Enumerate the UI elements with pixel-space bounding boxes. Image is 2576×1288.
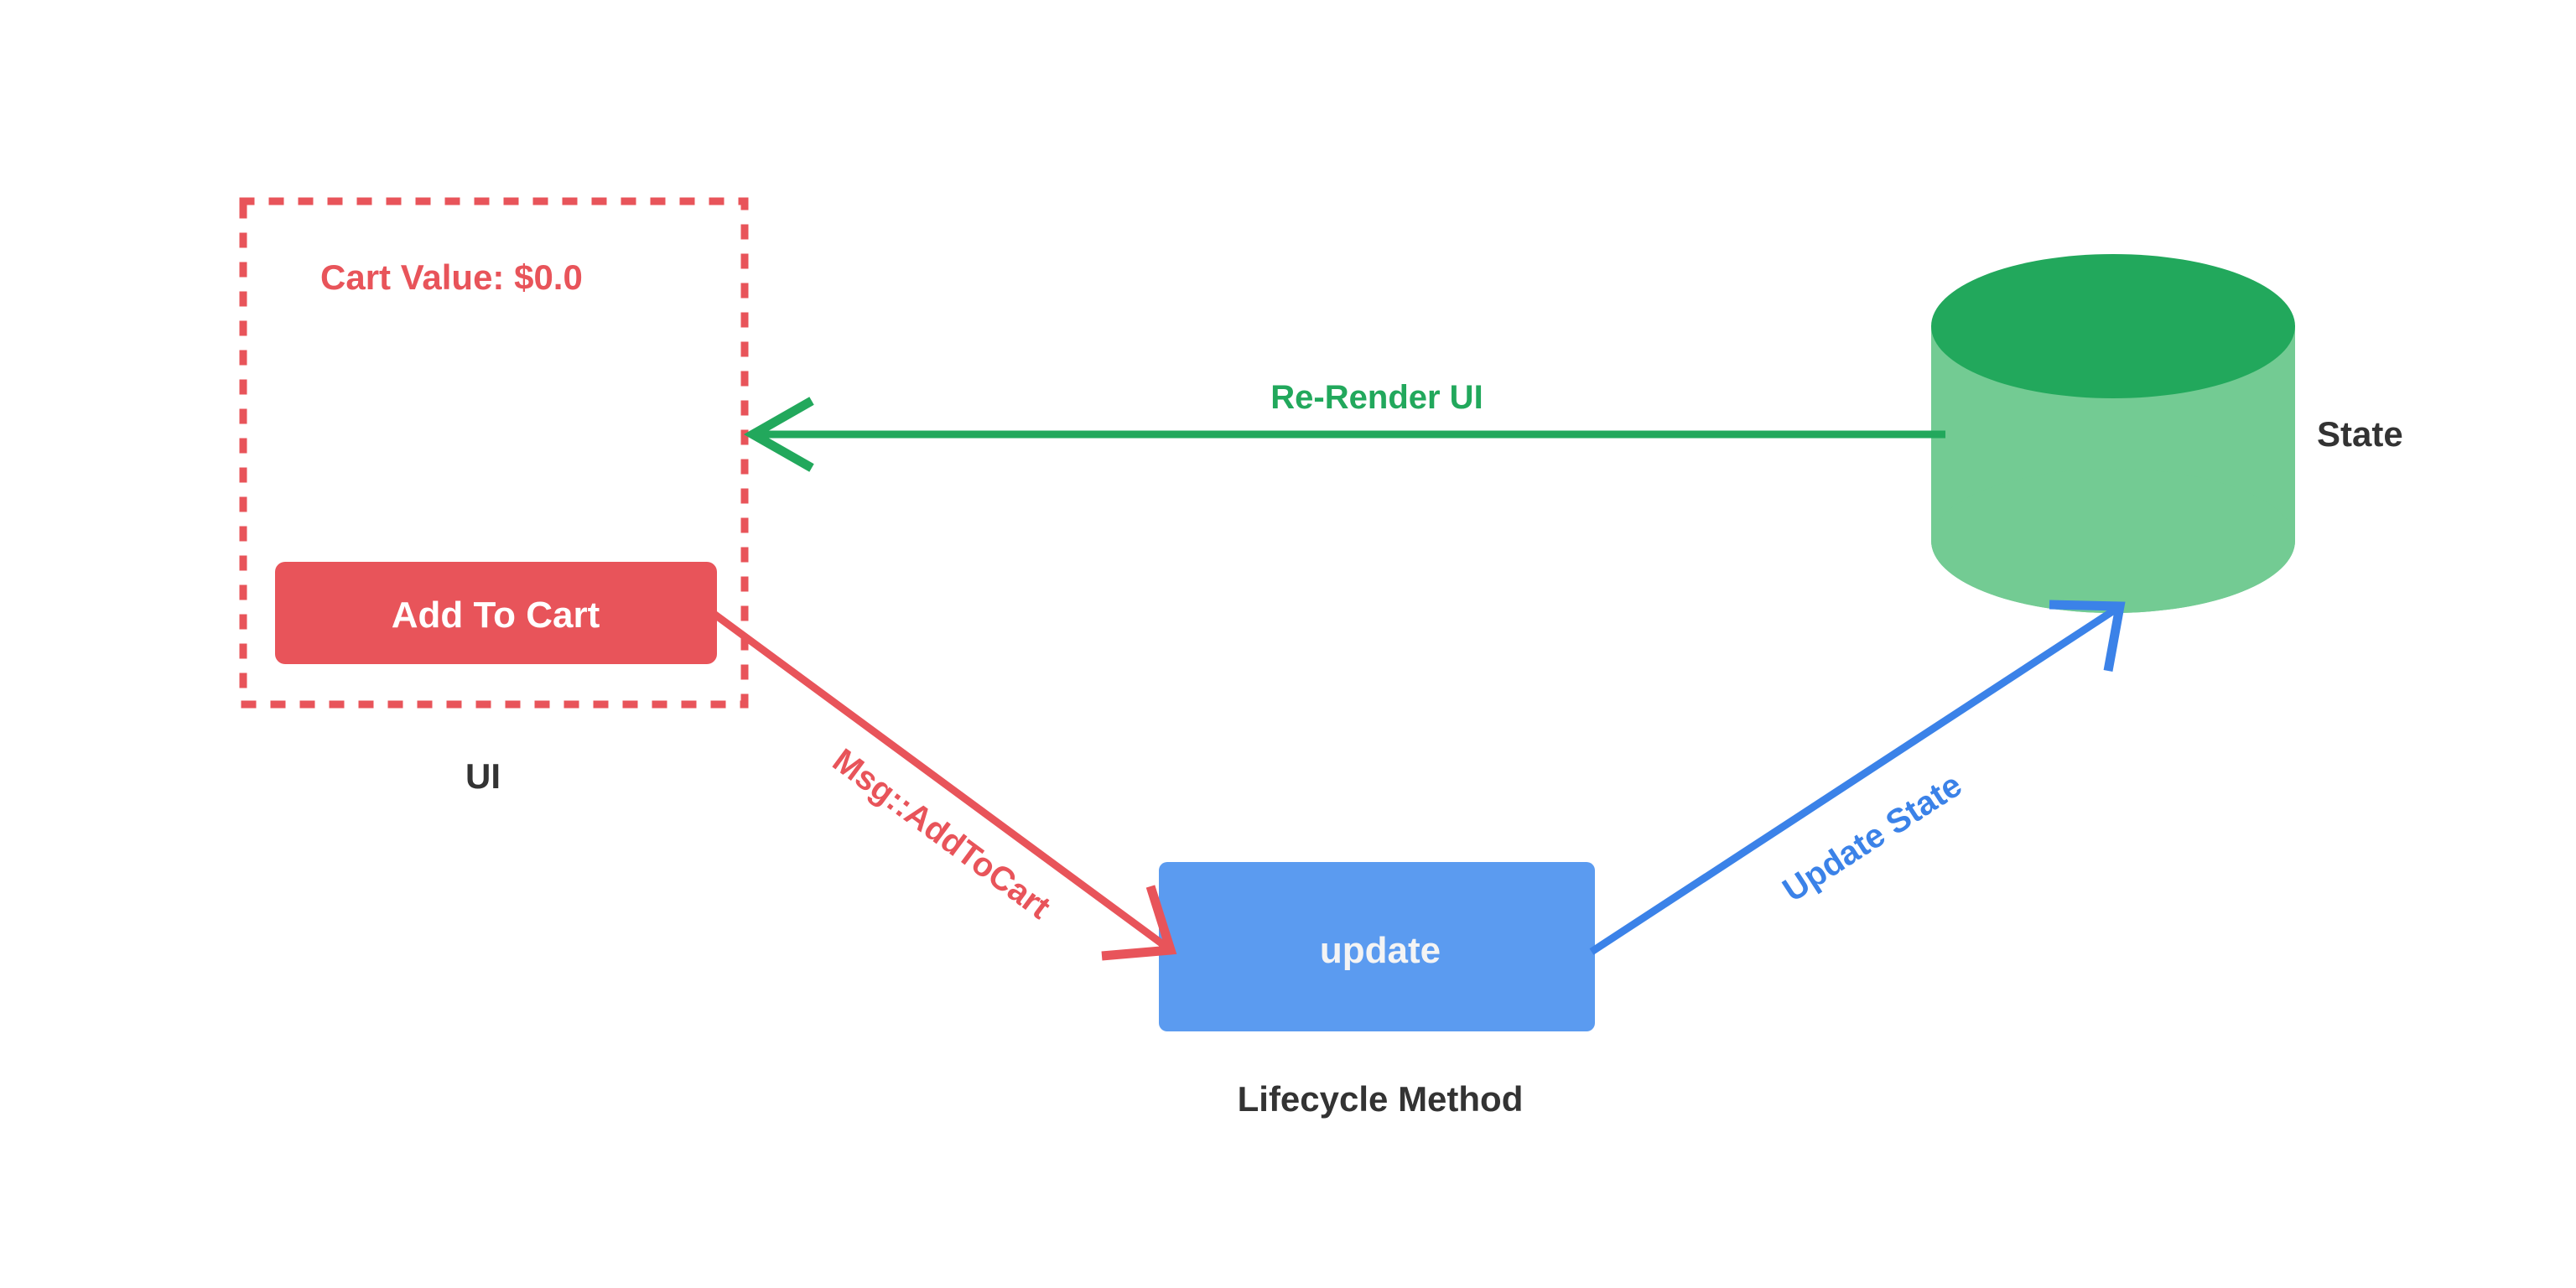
msg-add-to-cart-line [710,610,1170,951]
re-render-ui-arrowhead [743,397,814,472]
lifecycle-method-label: update [1320,930,1441,971]
lifecycle-method-caption: Lifecycle Method [1238,1079,1524,1119]
lifecycle-method-box[interactable] [1159,862,1595,1031]
state-cylinder-bottom [1931,469,2295,613]
add-to-cart-button[interactable] [275,562,717,664]
msg-add-to-cart-label: Msg::AddToCart [826,742,1057,927]
state-cylinder [1931,254,2295,613]
msg-add-to-cart-arrowhead [1101,885,1177,961]
state-label: State [2317,414,2403,454]
update-state-line [1589,605,2119,955]
edge-re-render-ui [743,397,1945,472]
edge-msg-add-to-cart [710,610,1177,961]
state-cylinder-top [1931,254,2295,398]
update-state-arrowhead [2049,600,2126,672]
add-to-cart-button-label: Add To Cart [392,595,600,636]
update-state-label: Update State [1776,766,1968,909]
re-render-ui-label: Re-Render UI [1270,379,1483,416]
cart-value-text: Cart Value: $0.0 [320,257,583,297]
ui-container-box [239,197,749,709]
edge-update-state [1589,600,2126,955]
ui-container-caption: UI [465,756,501,796]
